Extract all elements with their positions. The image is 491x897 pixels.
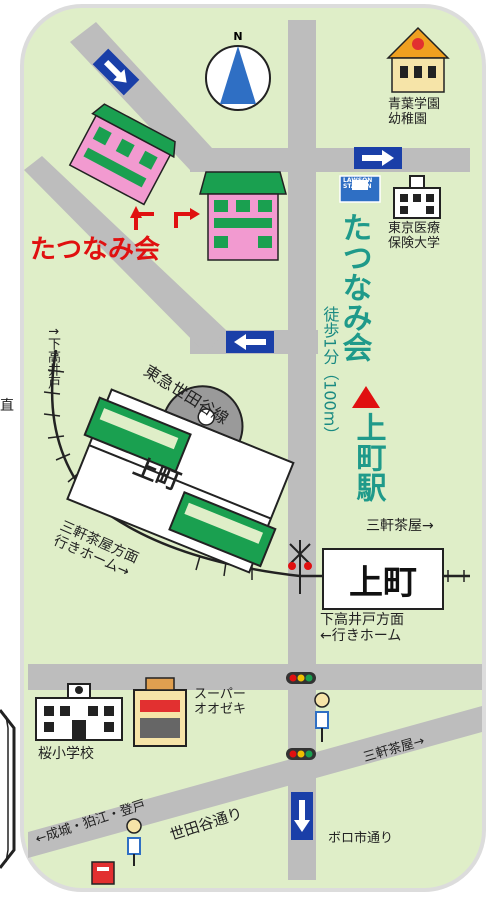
lawson-icon <box>339 175 381 203</box>
edge-frame-inner <box>5 715 9 863</box>
compass-arrow-icon <box>220 46 256 104</box>
school-label: 桜小学校 <box>38 746 94 762</box>
one-way-arrow-icon <box>291 792 313 840</box>
one-way-arrows <box>92 48 402 840</box>
level-crossing-icon <box>288 540 312 594</box>
setagaya-street-road <box>28 706 482 858</box>
kamimachi-station-box: 上町 <box>322 548 444 610</box>
edge-text-fragment: 直 <box>0 398 14 414</box>
walk-distance-label: 徒歩1分（100m） <box>320 306 340 443</box>
clock-icon <box>197 408 215 426</box>
venue-name-red: たつなみ会 <box>30 235 161 265</box>
one-way-arrow-icon <box>354 147 402 169</box>
compass: N <box>205 30 271 111</box>
entrance-arrow-icon <box>174 212 192 228</box>
station-marker-icon <box>352 386 380 408</box>
university-label: 東京医療 保険大学 <box>388 221 441 251</box>
venue-building-tilted <box>68 103 176 206</box>
super-label: スーパー オオゼキ <box>194 687 247 717</box>
station-name-vertical: 上町駅 <box>350 412 386 502</box>
boroichi-street-label: ボロ市通り <box>328 831 394 846</box>
traffic-light-icon <box>286 672 316 684</box>
lawson-label: LAWSON STATION <box>343 177 373 190</box>
university-icon <box>393 175 441 219</box>
to-shimotakaido-label: ↑下高井戸 <box>44 326 60 389</box>
compass-n-label: N <box>233 30 242 43</box>
lower-horizontal-road <box>28 664 482 690</box>
bus-stop-icon <box>314 692 330 742</box>
entrance-arrows <box>130 206 200 230</box>
to-sangenjaya-top-label: 三軒茶屋→ <box>366 518 434 534</box>
school-icon <box>35 683 123 741</box>
kamimachi-station-platform <box>66 385 295 574</box>
edge-frame-outline <box>0 709 16 869</box>
venue-name-vertical: たつなみ会 <box>336 212 372 362</box>
supermarket-icon <box>133 677 187 747</box>
bus-stop-icon <box>126 818 142 866</box>
platform-shimotakaido-label: 下高井戸方面 ←行きホーム <box>320 612 404 645</box>
post-office-icon <box>91 861 115 885</box>
one-way-arrow-icon <box>92 48 140 96</box>
upper-horizontal-road <box>190 148 470 172</box>
kindergarten-label: 青葉学園 幼稚園 <box>388 97 441 127</box>
venue-building <box>199 171 287 261</box>
traffic-light-icon <box>286 748 316 760</box>
kindergarten-icon <box>386 26 450 93</box>
one-way-arrow-icon <box>226 331 274 353</box>
diagonal-middle-road <box>24 156 226 354</box>
